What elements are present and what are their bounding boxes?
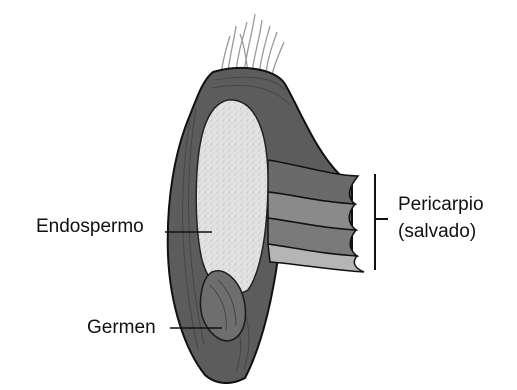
pericarp-label: Pericarpio bbox=[398, 194, 484, 217]
endosperm-region bbox=[196, 100, 268, 294]
pericarp-sublabel: (salvado) bbox=[398, 221, 476, 244]
pericarp-layers bbox=[268, 160, 364, 272]
endosperm-label: Endospermo bbox=[36, 216, 144, 239]
brush-hairs bbox=[221, 14, 284, 75]
germ-label: Germen bbox=[87, 317, 156, 340]
